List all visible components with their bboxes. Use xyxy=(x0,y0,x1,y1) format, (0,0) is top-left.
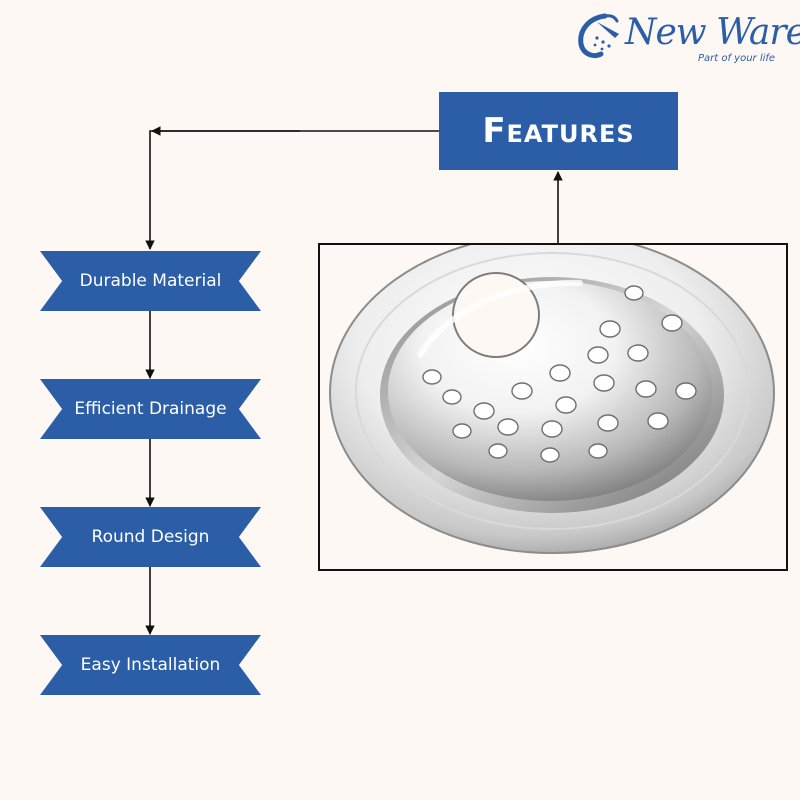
feature-label: Durable Material xyxy=(79,271,222,291)
product-image-frame xyxy=(318,243,788,571)
feature-banner-easy-installation: Easy Installation xyxy=(40,635,261,695)
drain-holes xyxy=(422,285,697,463)
brand-name: New Ware xyxy=(625,12,800,53)
features-title: Features xyxy=(482,111,635,151)
shower-head-icon xyxy=(578,13,619,59)
feature-label: Easy Installation xyxy=(80,655,221,675)
arrow-features-to-first xyxy=(145,126,439,250)
feature-banner-durable-material: Durable Material xyxy=(40,251,261,311)
round-floor-drain-grate-image xyxy=(329,245,775,554)
brand-tagline: Part of your life xyxy=(698,53,776,64)
feature-banner-round-design: Round Design xyxy=(40,507,261,567)
feature-banner-efficient-drainage: Efficient Drainage xyxy=(40,379,261,439)
feature-label: Round Design xyxy=(91,527,210,547)
feature-label: Efficient Drainage xyxy=(74,399,227,419)
features-heading: Features xyxy=(439,92,678,170)
brand-logo: New Ware Part of your life xyxy=(575,8,800,70)
